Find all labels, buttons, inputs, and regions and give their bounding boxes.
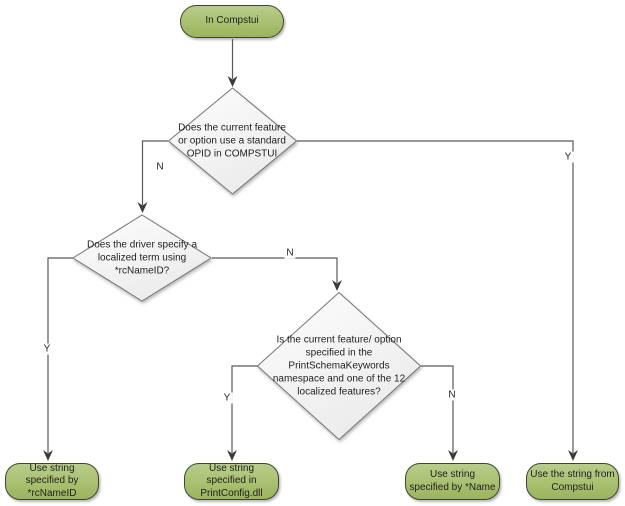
start-node-label: In Compstui bbox=[205, 15, 259, 27]
decision-opid-shape bbox=[167, 87, 298, 195]
edge-rcnameid-yes bbox=[47, 257, 73, 453]
connectors bbox=[47, 39, 574, 453]
decision-rcnameid-shape bbox=[72, 214, 212, 302]
start-node: In Compstui bbox=[180, 5, 284, 38]
decision-printschema-shape bbox=[256, 291, 422, 441]
edge-label-printschema-no: N bbox=[446, 389, 458, 401]
arrowheads bbox=[43, 76, 578, 461]
edge-label-opid-no: N bbox=[154, 161, 166, 173]
result-compstui-label: Use the string from Compstui bbox=[530, 469, 615, 493]
edge-label-opid-yes: Y bbox=[562, 151, 574, 163]
result-name: Use string specified by *Name bbox=[405, 463, 500, 500]
result-name-label: Use string specified by *Name bbox=[409, 469, 496, 493]
result-printconfig: Use string specified in PrintConfig.dll bbox=[184, 463, 279, 500]
edge-label-rcnameid-no: N bbox=[284, 247, 296, 259]
result-rcnameid-label: Use string specified by *rcNameID bbox=[25, 462, 79, 499]
decision-rcnameid-label: Does the driver specify a localized term… bbox=[86, 239, 198, 277]
decision-opid-label: Does the current feature or option use a… bbox=[178, 122, 286, 160]
edge-printschema-yes bbox=[231, 365, 258, 453]
result-compstui: Use the string from Compstui bbox=[526, 463, 619, 500]
edge-opid-yes bbox=[297, 140, 574, 453]
edge-opid-no bbox=[141, 140, 168, 205]
edge-label-printschema-yes: Y bbox=[221, 392, 233, 404]
result-rcnameid: Use string specified by *rcNameID bbox=[5, 463, 99, 500]
edge-rcnameid-no bbox=[212, 257, 338, 283]
decision-printschema-label: Is the current feature/ option specified… bbox=[272, 334, 406, 398]
edge-printschema-no bbox=[421, 365, 454, 453]
decision-shapes bbox=[72, 87, 422, 441]
edge-label-rcnameid-yes: Y bbox=[41, 343, 53, 355]
result-printconfig-label: Use string specified in PrintConfig.dll bbox=[200, 462, 263, 499]
